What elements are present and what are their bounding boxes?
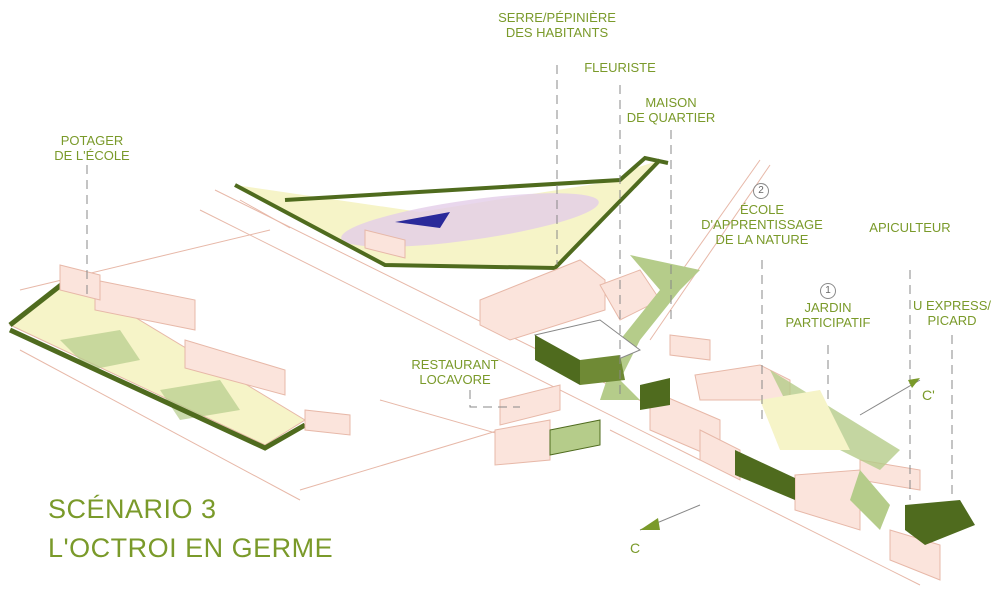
- scenario-subtitle: L'OCTROI EN GERME: [48, 533, 334, 563]
- central-buildings: [479, 259, 941, 581]
- label-uexpress: U EXPRESS/PICARD: [912, 298, 992, 328]
- serre-park: [234, 155, 669, 271]
- callout-lines: [86, 65, 953, 500]
- marker-2: 2: [753, 183, 769, 199]
- green-corridor: [533, 255, 975, 545]
- section-end-label: C': [922, 387, 935, 403]
- potager-block: [8, 264, 351, 451]
- label-fleuriste: FLEURISTE: [584, 60, 656, 75]
- section-start-label: C: [630, 540, 641, 556]
- section-arrows: [639, 378, 921, 531]
- marker-1: 1: [820, 283, 836, 299]
- label-apiculteur: APICULTEUR: [869, 220, 951, 235]
- scenario-title: SCÉNARIO 3: [48, 494, 217, 524]
